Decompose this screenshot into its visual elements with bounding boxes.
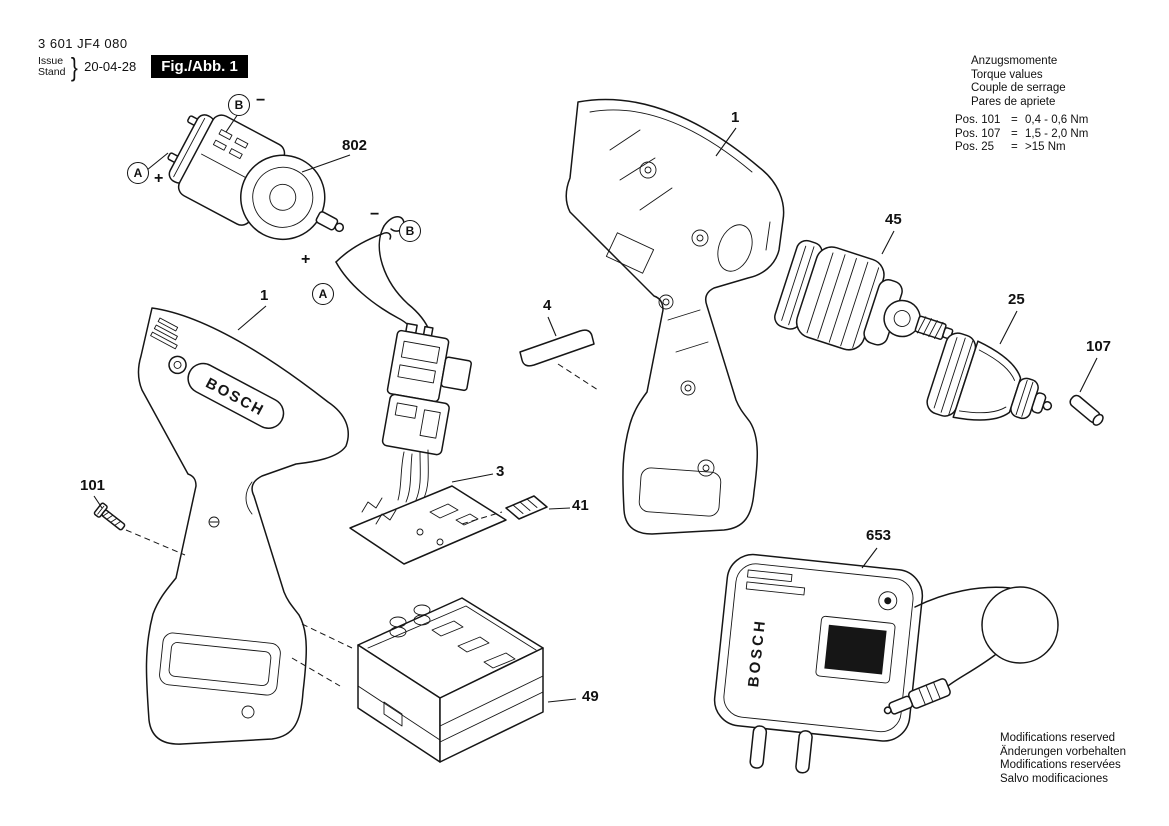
part-label-25: 25 xyxy=(1008,291,1025,308)
torque-entry: Pos. 107 = 1,5 - 2,0 Nm xyxy=(955,128,1165,142)
torque-title-en: Torque values xyxy=(971,68,1043,81)
screw-drawing xyxy=(93,502,126,531)
part-label-101: 101 xyxy=(80,477,106,494)
minus-sign: − xyxy=(256,92,266,109)
plus-sign-2: + xyxy=(301,251,311,268)
torque-eq: = xyxy=(1011,141,1018,153)
plus-sign: + xyxy=(154,170,164,187)
electronics-module-drawing xyxy=(349,322,507,565)
mod-line-de: Änderungen vorbehalten xyxy=(1000,745,1126,758)
part-label-4: 4 xyxy=(543,297,552,314)
charger-drawing: BOSCH xyxy=(713,553,1059,774)
torque-entry: Pos. 101 = 0,4 - 0,6 Nm xyxy=(955,114,1165,128)
pin-drawing xyxy=(1069,394,1104,426)
torque-title-es: Pares de apriete xyxy=(971,95,1056,108)
part-label-1-left: 1 xyxy=(260,287,269,304)
torque-eq: = xyxy=(1011,127,1018,140)
modifications-note: Modifications reserved Änderungen vorbeh… xyxy=(1000,732,1126,786)
housing-shell-drawing xyxy=(565,98,785,535)
issue-date: 20-04-28 xyxy=(84,59,137,74)
stand-label: Stand xyxy=(38,65,66,78)
torque-pos: Pos. 101 xyxy=(955,114,1001,126)
terminal-b-badge-2: B xyxy=(399,220,421,242)
torque-eq: = xyxy=(1011,114,1018,126)
issue-label: Issue xyxy=(38,54,64,67)
mod-line-en: Modifications reserved xyxy=(1000,732,1116,744)
mod-line-fr: Modifications reservées xyxy=(1000,759,1121,771)
gear-box-drawing xyxy=(774,239,954,351)
terminal-b-badge: B xyxy=(228,94,250,116)
part-label-3: 3 xyxy=(496,463,505,480)
torque-entry: Pos. 25 = >15 Nm xyxy=(955,141,1165,155)
motor-drawing xyxy=(167,114,345,241)
inlay-drawing xyxy=(505,495,548,520)
terminal-a-badge: A xyxy=(127,162,149,184)
torque-title-de: Anzugsmomente xyxy=(971,55,1058,67)
title-block: 3 601 JF4 080 Issue Stand } 20-04-28 Fig… xyxy=(38,36,248,82)
part-label-802: 802 xyxy=(342,137,368,154)
torque-value: 0,4 - 0,6 Nm xyxy=(1025,114,1089,126)
figure-label: Fig./Abb. 1 xyxy=(151,55,248,78)
mod-line-es: Salvo modificaciones xyxy=(1000,772,1109,785)
drill-left-drawing: BOSCH xyxy=(137,307,349,745)
torque-pos: Pos. 25 xyxy=(955,141,994,153)
torque-title-fr: Couple de serrage xyxy=(971,82,1066,94)
cover-plate-drawing xyxy=(519,329,595,367)
type-number: 3 601 JF4 080 xyxy=(38,36,128,51)
part-label-1-right: 1 xyxy=(731,109,740,126)
torque-value: >15 Nm xyxy=(1025,141,1066,153)
torque-value: 1,5 - 2,0 Nm xyxy=(1025,127,1089,140)
part-label-49: 49 xyxy=(582,688,599,705)
brace-glyph: } xyxy=(71,51,79,82)
assembly-dashed-lines xyxy=(125,363,599,687)
part-label-45: 45 xyxy=(885,211,902,228)
part-label-41: 41 xyxy=(572,497,589,514)
chuck-drawing xyxy=(926,332,1053,421)
part-label-653: 653 xyxy=(866,527,892,544)
torque-pos: Pos. 107 xyxy=(955,127,1001,140)
torque-note: Anzugsmomente Torque values Couple de se… xyxy=(955,55,1165,155)
terminal-a-badge-2: A xyxy=(312,283,334,305)
part-label-107: 107 xyxy=(1086,338,1112,355)
battery-pack-drawing xyxy=(357,597,544,763)
minus-sign-2: − xyxy=(370,206,380,223)
leader-lines xyxy=(93,113,1098,703)
